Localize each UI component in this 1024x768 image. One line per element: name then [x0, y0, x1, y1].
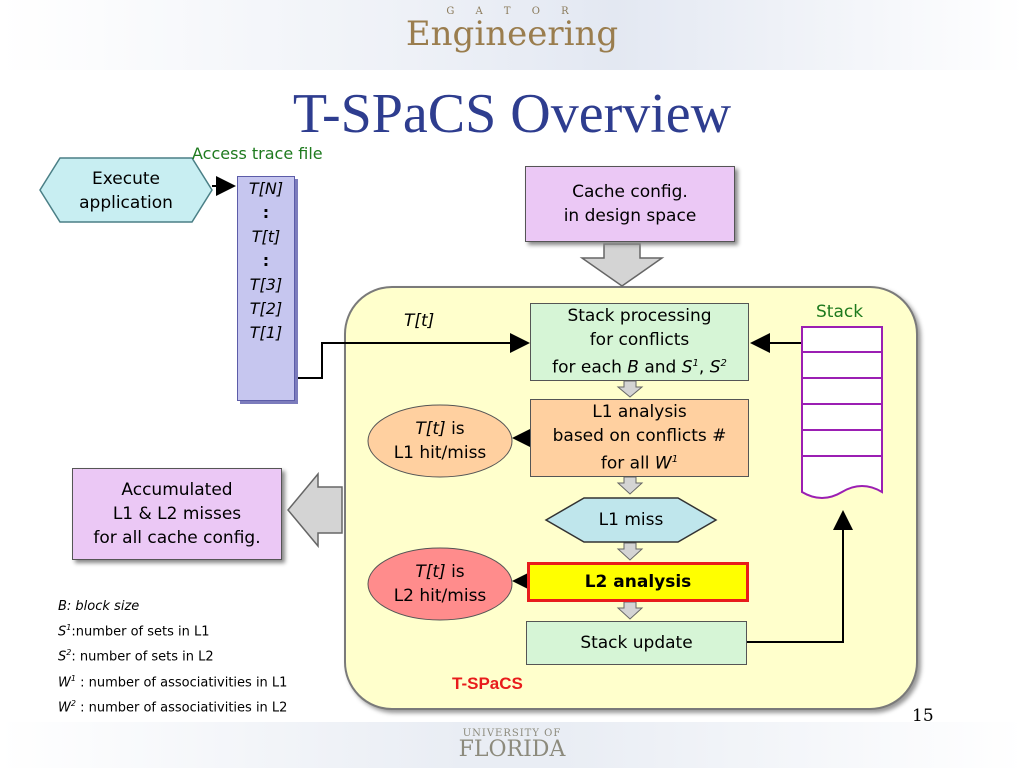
l2-hit-is: is	[445, 562, 465, 582]
legend-item: S1:number of sets in L1	[58, 623, 210, 640]
l1-analysis-node: L1 analysis based on conflicts # for all…	[530, 399, 749, 477]
stack-proc-line3: for each B and S1, S2	[552, 357, 727, 378]
trace-entry: T[t]	[251, 227, 281, 246]
tt-arrow-label: T[t]	[404, 311, 435, 331]
update-to-stack-arrow	[747, 510, 853, 643]
footer-big-text: FLORIDA	[458, 737, 566, 762]
l1-hit-tt: T[t]	[415, 419, 446, 439]
stack-label: Stack	[816, 302, 864, 322]
access-trace-label: Access trace file	[192, 144, 323, 163]
logo-small-text: G A T O R	[446, 6, 578, 17]
l2-hit-ellipse	[367, 547, 513, 621]
execute-app-shape	[39, 157, 213, 223]
l1-miss-diamond	[544, 497, 718, 543]
l1-hit-is: is	[445, 419, 465, 439]
l1-hit-text: T[t] is L1 hit/miss	[372, 416, 508, 466]
down-arrow-3	[616, 542, 644, 561]
accumulated-line1: Accumulated	[121, 480, 233, 500]
l1-analysis-line3: for all W1	[600, 453, 679, 474]
logo-main-text: Engineering	[405, 14, 619, 54]
stack-proc-line2: for conflicts	[589, 330, 690, 351]
cache-config-line1: Cache config.	[572, 182, 688, 202]
legend-item: W2 : number of associativities in L2	[58, 698, 288, 716]
cache-config-node: Cache config. in design space	[525, 166, 735, 242]
trace-file-column: T[N] : T[t] : T[3] T[2] T[1]	[237, 176, 295, 401]
down-arrow-2	[616, 476, 644, 495]
config-down-block-arrow	[579, 243, 665, 287]
footer-band	[0, 722, 1024, 768]
accumulated-left-block-arrow	[287, 471, 343, 549]
stack-processing-node: Stack processing for conflicts for each …	[530, 303, 749, 381]
l1-analysis-line1: L1 analysis	[592, 402, 687, 423]
legend-item: W1 : number of associativities in L1	[58, 673, 288, 690]
trace-to-stackproc-arrow	[297, 333, 530, 379]
footer-small-text: UNIVERSITY OF	[462, 728, 562, 739]
trace-entry: T[1]	[249, 323, 283, 342]
trace-entry: T[3]	[249, 275, 283, 294]
trace-entry: T[N]	[248, 179, 284, 198]
legend-item: B: block size	[58, 599, 140, 614]
execute-line2: application	[79, 193, 173, 213]
execute-application-node: Execute application	[60, 165, 192, 217]
trace-entry: T[2]	[249, 299, 283, 318]
legend: B: block size S1:number of sets in L1 S2…	[58, 596, 287, 718]
stack-update-node: Stack update	[526, 621, 747, 665]
l1-hit-ellipse	[367, 404, 513, 478]
header-band	[0, 0, 1024, 70]
l2-analysis-node: L2 analysis	[527, 562, 749, 602]
gator-engineering-logo: G A T O R Engineering	[0, 6, 1024, 51]
accumulated-line2: L1 & L2 misses	[112, 504, 242, 524]
slide-number: 15	[912, 706, 934, 726]
l2-hit-tt: T[t]	[415, 562, 446, 582]
accumulated-node: Accumulated L1 & L2 misses for all cache…	[72, 468, 282, 560]
accumulated-line3: for all cache config.	[93, 528, 261, 548]
l1-hit-line2: L1 hit/miss	[393, 443, 487, 463]
down-arrow-4	[616, 601, 644, 620]
l1-analysis-line2: based on conflicts #	[552, 426, 727, 447]
l1-miss-label: L1 miss	[598, 510, 664, 530]
slide-title: T-SPaCS Overview	[292, 83, 732, 145]
execute-line1: Execute	[92, 169, 160, 189]
cache-config-line2: in design space	[563, 206, 697, 226]
tspacs-label: T-SPaCS	[452, 674, 523, 693]
trace-ellipsis: :	[262, 203, 270, 222]
legend-item: S2: number of sets in L2	[58, 648, 214, 665]
down-arrow-1	[616, 380, 644, 398]
l2-hit-text: T[t] is L2 hit/miss	[372, 559, 508, 609]
university-florida-logo: UNIVERSITY OF FLORIDA	[0, 728, 1024, 761]
stack-shape	[801, 326, 883, 499]
trace-ellipsis: :	[262, 251, 270, 270]
l2-hit-line2: L2 hit/miss	[393, 586, 487, 606]
stack-proc-line1: Stack processing	[567, 306, 712, 327]
